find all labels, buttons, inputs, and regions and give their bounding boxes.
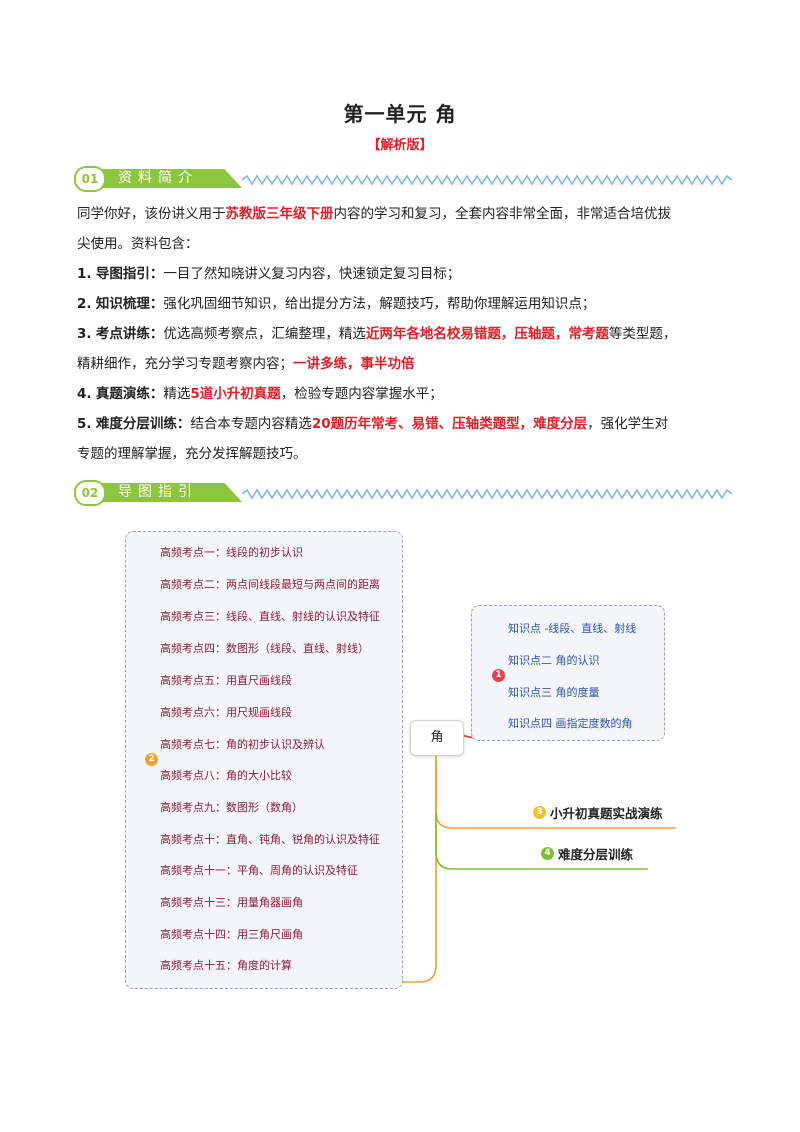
hf-point: 高频考点十三：用量角器画角 — [160, 896, 303, 909]
list-item-4: 4. 真题演练：精选5道小升初真题，检验专题内容掌握水平； — [77, 379, 737, 409]
item-head: 考点讲练： — [95, 326, 164, 342]
item-head: 导图指引： — [95, 266, 164, 282]
wave-divider — [242, 174, 732, 186]
intro-text: 同学你好，该份讲义用于 — [77, 206, 226, 222]
item-text: 强化巩固细节知识，给出提分方法，解题技巧，帮助你理解运用知识点； — [163, 296, 596, 312]
intro-line-1: 同学你好，该份讲义用于苏教版三年级下册内容的学习和复习，全套内容非常全面，非常适… — [77, 199, 737, 229]
page-title: 第一单元 角 — [343, 102, 457, 126]
badge-4: 4 — [541, 847, 554, 860]
list-item-3: 3. 考点讲练：优选高频考察点，汇编整理，精选近两年各地名校易错题，压轴题，常考… — [77, 319, 737, 349]
hf-point: 高频考点六：用尺规画线段 — [160, 706, 292, 719]
center-node: 角 — [410, 720, 464, 756]
item-highlight: 20题历年常考、易错、压轴类题型，难度分层 — [311, 416, 588, 432]
list-item-3-cont: 精耕细作，充分学习专题考察内容；一讲多练，事半功倍 — [77, 349, 737, 379]
hf-point: 高频考点九：数图形（数角） — [160, 801, 303, 814]
item-text: 结合本专题内容精选 — [190, 416, 312, 432]
item-highlight: 一讲多练，事半功倍 — [293, 356, 415, 372]
list-item-5-cont: 专题的理解掌握，充分发挥解题技巧。 — [77, 446, 307, 462]
section-label: 资料简介 — [118, 170, 198, 186]
section-number: 02 — [74, 480, 106, 506]
item-head: 难度分层训练： — [95, 416, 191, 432]
hf-point: 高频考点十：直角、钝角、锐角的认识及特征 — [160, 833, 380, 846]
intro-text: 内容的学习和复习，全套内容非常全面，非常适合培优拔 — [333, 206, 672, 222]
wave-divider — [242, 488, 732, 500]
item-head: 知识梳理： — [95, 296, 164, 312]
item-text: ，强化学生对 — [587, 416, 669, 432]
item-text: 精耕细作，充分学习专题考察内容； — [77, 356, 293, 372]
section-band — [96, 483, 242, 502]
badge-2: 2 — [145, 753, 158, 766]
hf-point: 高频考点五：用直尺画线段 — [160, 674, 292, 687]
page-subtitle: 【解析版】 — [367, 138, 433, 153]
section-label: 导图指引 — [118, 484, 198, 500]
branch-tiered-training: 难度分层训练 — [558, 847, 634, 862]
item-text: 优选高频考察点，汇编整理，精选 — [163, 326, 366, 342]
hf-point: 高频考点二：两点间线段最短与两点间的距离 — [160, 578, 380, 591]
item-head: 真题演练： — [95, 386, 164, 402]
section-header-intro: 01 资料简介 — [72, 166, 732, 192]
item-highlight: 5道小升初真题 — [190, 386, 281, 402]
item-number: 2. — [77, 296, 92, 312]
section-number: 01 — [74, 166, 106, 192]
branch-exam-practice: 小升初真题实战演练 — [550, 806, 663, 821]
item-highlight: 近两年各地名校易错题，压轴题，常考题 — [365, 326, 609, 342]
item-text: 等类型题， — [608, 326, 677, 342]
item-text: 一目了然知晓讲义复习内容，快速锁定复习目标； — [163, 266, 461, 282]
list-item-1: 1. 导图指引：一目了然知晓讲义复习内容，快速锁定复习目标； — [77, 259, 737, 289]
item-number: 5. — [77, 416, 92, 432]
section-band — [96, 169, 242, 188]
intro-line-2: 尖使用。资料包含： — [77, 236, 199, 252]
hf-point: 高频考点三：线段、直线、射线的认识及特征 — [160, 610, 380, 623]
hf-point: 高频考点七：角的初步认识及辨认 — [160, 738, 325, 751]
item-text: ，检验专题内容掌握水平； — [280, 386, 443, 402]
knowledge-point: 知识点 -线段、直线、射线 — [508, 622, 637, 635]
hf-points-box — [125, 531, 403, 989]
hf-point: 高频考点十四：用三角尺画角 — [160, 928, 303, 941]
item-number: 4. — [77, 386, 92, 402]
intro-highlight: 苏教版三年级下册 — [225, 206, 334, 222]
hf-point: 高频考点四：数图形（线段、直线、射线） — [160, 642, 369, 655]
knowledge-point: 知识点二 角的认识 — [508, 654, 600, 667]
hf-point: 高频考点一：线段的初步认识 — [160, 546, 303, 559]
badge-1: 1 — [492, 669, 505, 682]
list-item-5: 5. 难度分层训练：结合本专题内容精选20题历年常考、易错、压轴类题型，难度分层… — [77, 409, 737, 439]
hf-point: 高频考点十五：角度的计算 — [160, 959, 292, 972]
section-header-map: 02 导图指引 — [72, 480, 732, 506]
knowledge-point: 知识点三 角的度量 — [508, 686, 600, 699]
intro-paragraph: 同学你好，该份讲义用于苏教版三年级下册内容的学习和复习，全套内容非常全面，非常适… — [77, 199, 737, 469]
item-number: 1. — [77, 266, 92, 282]
hf-point: 高频考点八：角的大小比较 — [160, 769, 292, 782]
item-text: 精选 — [163, 386, 191, 402]
hf-point: 高频考点十一：平角、周角的认识及特征 — [160, 864, 358, 877]
list-item-2: 2. 知识梳理：强化巩固细节知识，给出提分方法，解题技巧，帮助你理解运用知识点； — [77, 289, 737, 319]
badge-3: 3 — [533, 806, 546, 819]
item-number: 3. — [77, 326, 92, 342]
knowledge-point: 知识点四 画指定度数的角 — [508, 717, 633, 730]
